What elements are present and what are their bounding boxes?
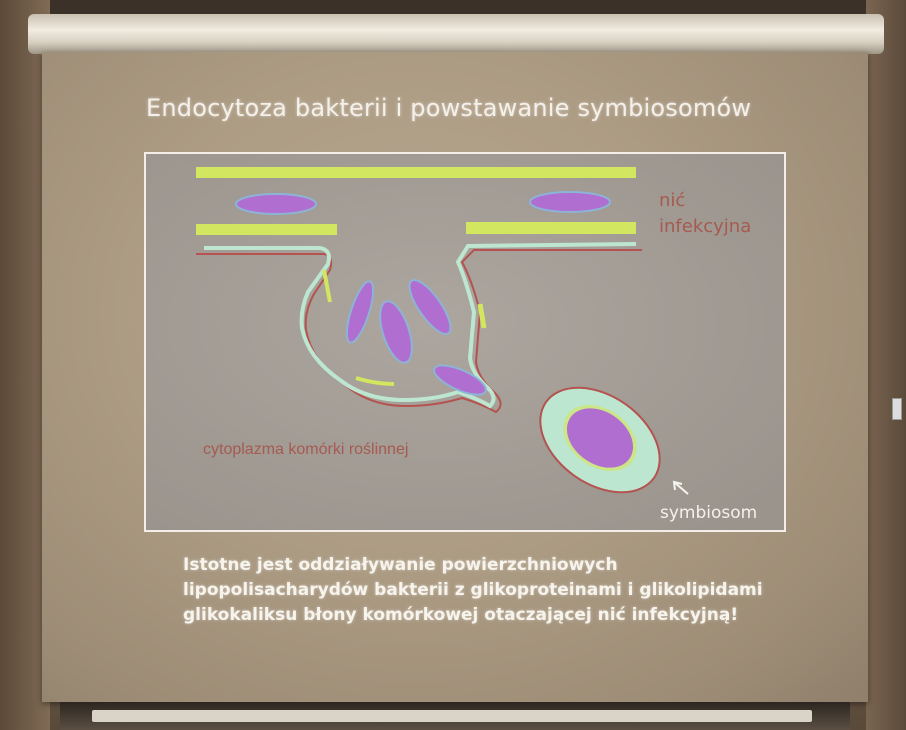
diagram-panel	[144, 152, 786, 532]
endocytosis-diagram: nić infekcyjna cytoplazma komórki roślin…	[144, 152, 786, 532]
glycocalyx-layer	[204, 242, 637, 409]
cell-wall-right	[466, 222, 636, 234]
bacteroid	[566, 408, 634, 468]
slide-title: Endocytoza bakterii i powstawanie symbio…	[146, 94, 752, 122]
arrow-pointer-icon	[672, 480, 689, 495]
bacterium	[235, 193, 317, 215]
label-infection-line1: nić	[659, 190, 685, 211]
description-line: Istotne jest oddziaływanie powierzchniow…	[183, 555, 618, 575]
projector-screen-roller	[28, 14, 884, 54]
cell-wall-top	[196, 167, 636, 178]
bacterium	[345, 280, 375, 344]
wall-switch	[892, 398, 902, 420]
membrane-fragment	[355, 376, 395, 386]
cell-wall-left	[196, 224, 337, 235]
bacterium	[529, 191, 611, 213]
plasma-membrane	[196, 249, 642, 414]
bacterium	[408, 279, 452, 335]
label-cytoplasm: cytoplazma komórki roślinnej	[203, 441, 408, 458]
membrane-fragment	[322, 269, 332, 303]
membrane-fragment	[477, 303, 487, 329]
wall-right	[866, 0, 906, 730]
label-symbiosome: symbiosom	[660, 503, 757, 523]
description-line: glikokaliksu błony komórkowej otaczające…	[183, 605, 739, 625]
slide-description: Istotne jest oddziaływanie powierzchniow…	[183, 553, 803, 628]
bacterium	[433, 364, 487, 396]
wall-left	[0, 0, 50, 730]
label-infection-line2: infekcyjna	[659, 216, 751, 237]
screen-bottom-bar	[92, 710, 812, 722]
description-line: lipopolisacharydów bakterii z glikoprote…	[183, 580, 763, 600]
ceiling	[0, 0, 906, 18]
bacterium	[379, 300, 413, 364]
